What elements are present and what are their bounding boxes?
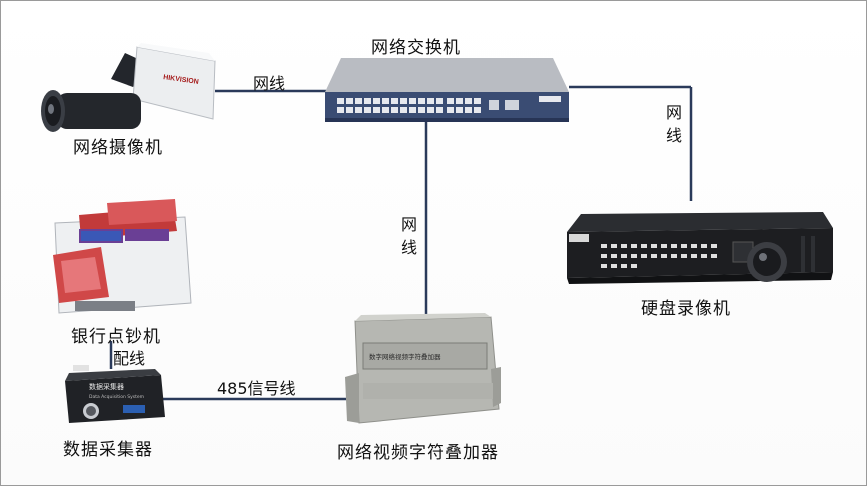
collector-device: 数据采集器 Data Acquisition System [65,365,165,423]
wire-label-switch-overlay-bottom: 线 [401,238,418,257]
overlay-device: 数字网络视频字符叠加器 [345,313,501,424]
wire-label-switch-dvr-bottom: 线 [666,126,683,145]
wire-label-switch-overlay-top: 网 [401,215,418,234]
collector-label: 数据采集器 [63,440,153,460]
wire-label-counter-collector: 配线 [113,349,146,368]
overlay-panel-title: 数字网络视频字符叠加器 [369,352,441,361]
overlay-label: 网络视频字符叠加器 [337,443,499,463]
switch-label: 网络交换机 [371,38,461,58]
collector-panel-title: 数据采集器 [89,382,124,391]
wire-label-camera-switch: 网线 [253,74,286,93]
counter-label: 银行点钞机 [71,327,161,347]
collector-panel-subtitle: Data Acquisition System [89,394,144,400]
counter-device [53,199,192,314]
wire-label-switch-dvr-top: 网 [666,103,683,122]
switch-device [325,58,569,122]
wire-label-collector-overlay: 485信号线 [217,379,296,398]
camera-brand: HIKVISION [163,74,199,86]
dvr-device [567,212,833,284]
camera-label: 网络摄像机 [73,138,163,158]
dvr-label: 硬盘录像机 [641,299,731,319]
camera-device: HIKVISION [41,43,216,132]
